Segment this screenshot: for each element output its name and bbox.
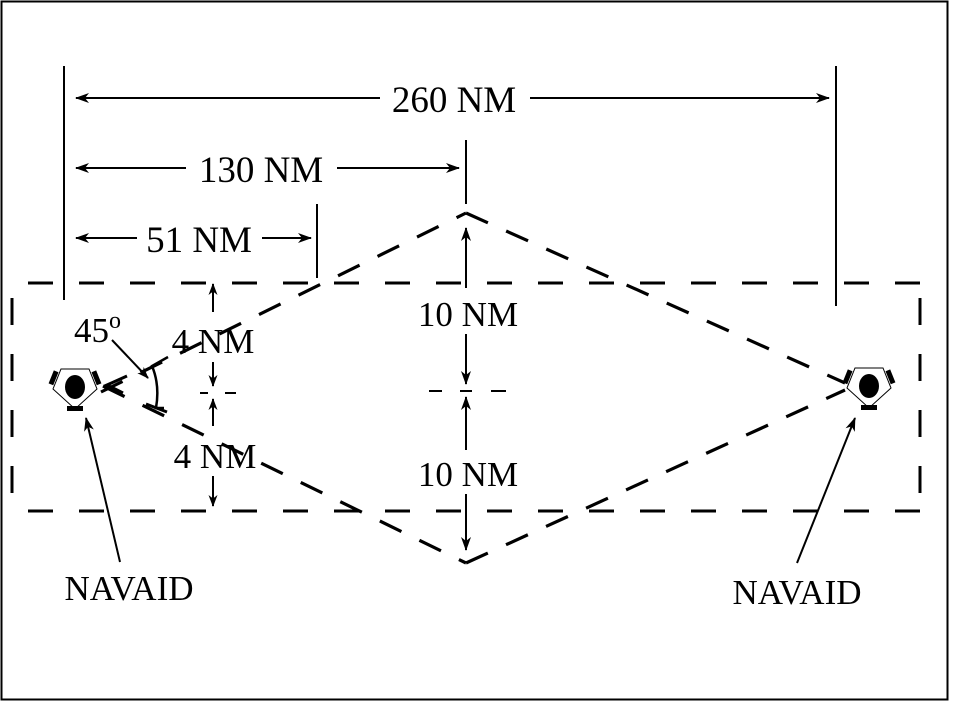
- angle-45-marker: 45o: [74, 308, 169, 414]
- label-10nm-upper: 10 NM: [418, 295, 518, 334]
- angle-pointer: [111, 339, 149, 379]
- label-4nm-upper: 4 NM: [172, 322, 255, 361]
- label-260nm: 260 NM: [392, 80, 516, 121]
- dimension-10nm-lower: 10 NM: [418, 396, 518, 551]
- label-4nm-lower: 4 NM: [174, 437, 257, 476]
- angle-degree-symbol: o: [109, 308, 121, 334]
- diamond-upper-left: [100, 211, 467, 394]
- airway-boundary-rectangle: [10, 281, 922, 513]
- dimension-51nm: 51 NM: [75, 220, 312, 261]
- dimension-4nm-upper: 4 NM: [172, 283, 255, 387]
- airway-expansion-diamond: [100, 211, 846, 565]
- diamond-lower-right: [465, 388, 846, 565]
- left-navaid-pointer: [84, 417, 121, 563]
- right-navaid-pointer: [796, 417, 856, 564]
- angle-tick-bottom: [145, 402, 168, 414]
- left-navaid-label: NAVAID: [64, 569, 193, 608]
- dimension-4nm-lower: 4 NM: [174, 398, 257, 507]
- right-navaid-label: NAVAID: [732, 573, 861, 612]
- diamond-lower-left: [102, 384, 467, 565]
- dimension-130nm: 130 NM: [75, 150, 460, 191]
- label-10nm-lower: 10 NM: [418, 455, 518, 494]
- diamond-upper-right: [465, 211, 846, 385]
- right-navaid-icon: [842, 367, 896, 410]
- label-130nm: 130 NM: [199, 150, 323, 191]
- angle-value: 45: [74, 311, 109, 350]
- label-51nm: 51 NM: [146, 220, 252, 261]
- dimension-260nm: 260 NM: [75, 80, 830, 121]
- left-navaid-apex-chevron: [103, 374, 128, 395]
- left-navaid-icon: [48, 368, 102, 411]
- label-angle: 45o: [74, 308, 121, 350]
- dimension-10nm-upper: 10 NM: [418, 227, 518, 385]
